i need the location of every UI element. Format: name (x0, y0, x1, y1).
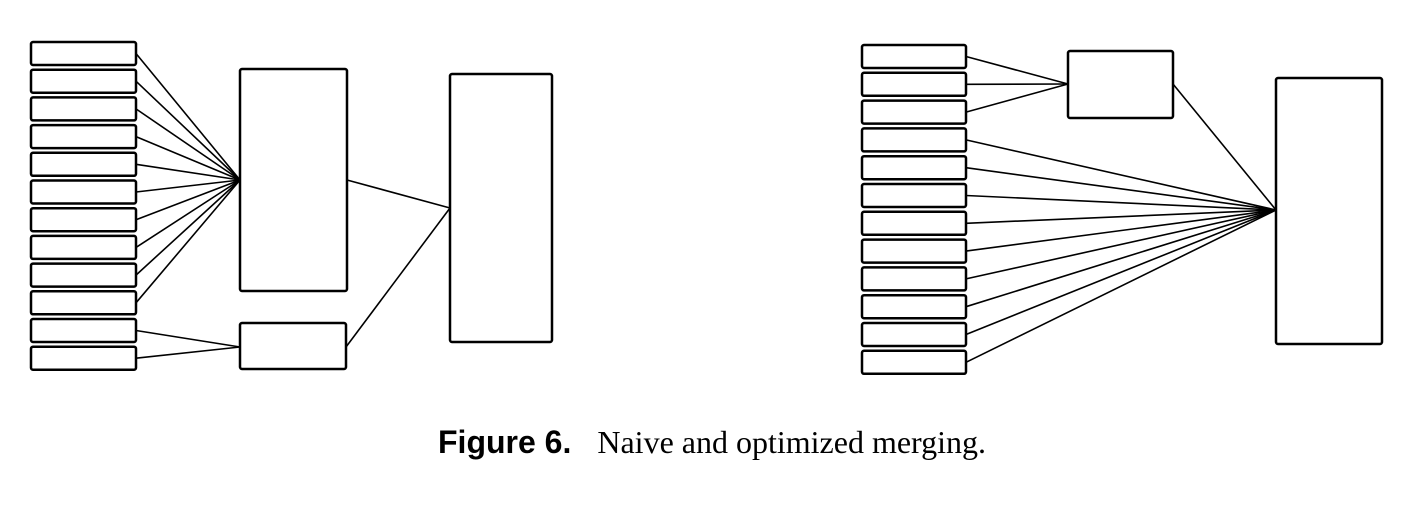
optimized-edge-run-9-to-final (965, 209, 1277, 308)
naive-edge-run-9-to-merge-0 (135, 179, 241, 304)
edges-layer (135, 52, 1277, 364)
naive-edge-run-7-to-merge-0 (135, 179, 241, 249)
optimized-input-run-1 (860, 71, 968, 98)
optimized-edge-run-5-to-final (965, 194, 1277, 211)
caption-text: Naive and optimized merging. (597, 424, 986, 460)
nodes-layer (29, 40, 1384, 376)
naive-edge-merge-1-to-final (345, 207, 451, 348)
optimized-input-run-9 (860, 293, 968, 320)
optimized-input-run-6 (860, 210, 968, 237)
figure-label: Figure 6. (438, 424, 572, 460)
naive-edge-run-10-to-merge-1 (135, 329, 241, 348)
optimized-input-run-0 (860, 43, 968, 70)
naive-edge-run-1-to-merge-0 (135, 80, 241, 181)
naive-edge-run-0-to-merge-0 (135, 52, 241, 181)
naive-input-run-6 (29, 206, 138, 233)
optimized-final-merge (1274, 76, 1384, 346)
naive-input-run-10 (29, 317, 138, 344)
naive-input-run-4 (29, 151, 138, 178)
naive-input-run-9 (29, 290, 138, 316)
optimized-edge-run-3-to-final (965, 139, 1277, 211)
naive-intermediate-merge-0 (238, 67, 349, 293)
naive-input-run-5 (29, 179, 138, 205)
figure-caption: Figure 6. Naive and optimized merging. (0, 418, 1424, 466)
naive-edge-run-4-to-merge-0 (135, 163, 241, 181)
optimized-input-run-11 (860, 349, 968, 376)
optimized-input-run-2 (860, 99, 968, 125)
naive-edge-run-6-to-merge-0 (135, 179, 241, 221)
optimized-edge-run-11-to-final (965, 209, 1277, 364)
naive-edge-run-2-to-merge-0 (135, 108, 241, 181)
optimized-edge-run-8-to-final (965, 209, 1277, 280)
optimized-input-run-5 (860, 182, 968, 209)
naive-input-run-2 (29, 96, 138, 122)
naive-input-run-11 (29, 345, 138, 371)
naive-edge-run-3-to-merge-0 (135, 135, 241, 181)
naive-edge-run-5-to-merge-0 (135, 179, 241, 193)
optimized-edge-run-10-to-final (965, 209, 1277, 336)
optimized-input-run-10 (860, 321, 968, 348)
naive-edge-run-8-to-merge-0 (135, 179, 241, 276)
optimized-edge-merge-0-to-final (1172, 83, 1277, 211)
optimized-edge-run-6-to-final (965, 209, 1277, 225)
optimized-input-run-4 (860, 154, 968, 181)
naive-edge-run-11-to-merge-1 (135, 346, 241, 359)
optimized-edge-run-2-to-merge-0 (965, 83, 1069, 113)
optimized-edge-run-7-to-final (965, 209, 1277, 252)
naive-input-run-3 (29, 123, 138, 150)
optimized-edge-run-4-to-final (965, 166, 1277, 211)
naive-intermediate-merge-1 (238, 321, 348, 371)
naive-input-run-8 (29, 262, 138, 288)
naive-input-run-1 (29, 68, 138, 94)
naive-input-run-0 (29, 40, 138, 67)
optimized-edge-run-0-to-merge-0 (965, 55, 1069, 85)
optimized-input-run-3 (860, 127, 968, 153)
naive-final-merge (448, 72, 554, 344)
optimized-input-run-8 (860, 266, 968, 292)
naive-input-run-7 (29, 234, 138, 261)
optimized-input-run-7 (860, 238, 968, 264)
naive-edge-merge-0-to-final (346, 179, 451, 209)
optimized-intermediate-merge-0 (1066, 49, 1175, 120)
